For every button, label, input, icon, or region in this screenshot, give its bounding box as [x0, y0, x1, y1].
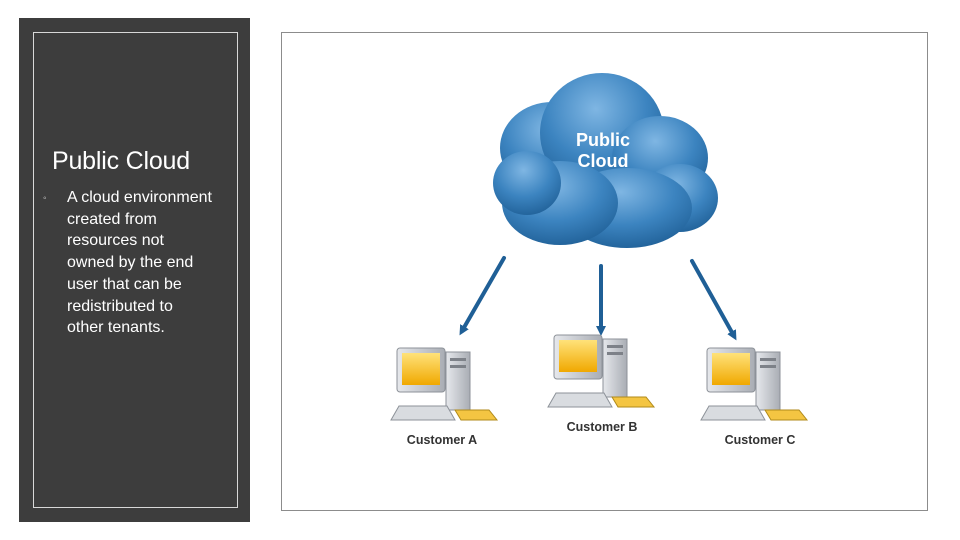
computer-icon-customer-a: [390, 347, 499, 421]
cloud-label-line1: Public: [576, 130, 630, 150]
side-panel: Public Cloud ◦ A cloud environment creat…: [19, 18, 250, 522]
computer-icon-customer-c: [700, 347, 809, 421]
arrow-to-customer-a: [459, 256, 506, 336]
bullet-marker: ◦: [43, 193, 47, 204]
customer-b-label: Customer B: [567, 420, 638, 434]
bullet-text: A cloud environment created from resourc…: [67, 189, 212, 337]
customer-c-label: Customer C: [725, 433, 796, 447]
customer-a-label: Customer A: [407, 433, 477, 447]
computer-icon-customer-b: [547, 334, 656, 408]
cloud-icon: Public Cloud: [493, 73, 718, 248]
public-cloud-diagram: Public Cloud: [390, 73, 809, 447]
cloud-label-line2: Cloud: [578, 151, 629, 171]
diagram-frame: Public Cloud: [281, 32, 928, 511]
arrow-to-customer-c: [690, 259, 737, 341]
slide-title: Public Cloud: [52, 147, 190, 175]
side-panel-frame: Public Cloud ◦ A cloud environment creat…: [33, 32, 238, 508]
bullet-item: ◦ A cloud environment created from resou…: [43, 187, 213, 339]
